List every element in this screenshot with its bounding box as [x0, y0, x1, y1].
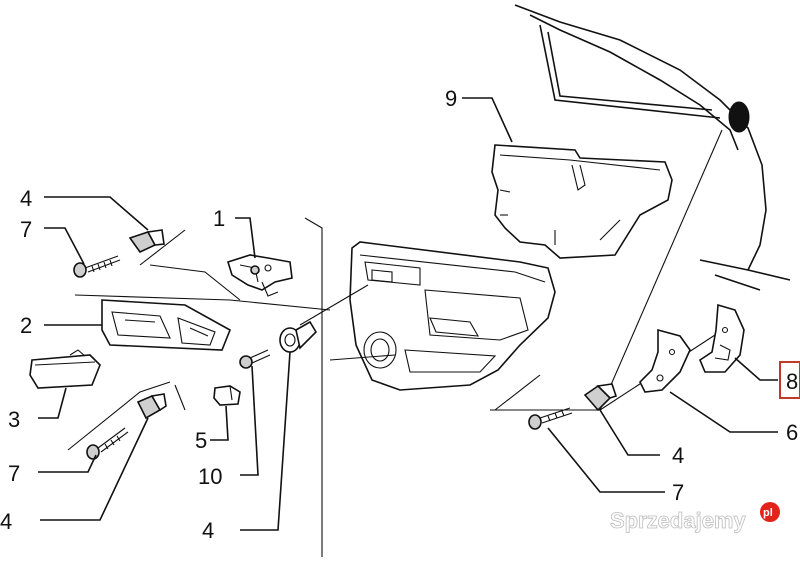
fastener-bottom-left: [136, 393, 167, 420]
callout-7-right: 7: [672, 480, 684, 505]
bracket-part-6: [639, 328, 691, 393]
callout-1: 1: [213, 206, 225, 231]
fastener-right: [583, 383, 618, 412]
handle-bezel-part: [101, 299, 232, 351]
trim-leader: [299, 284, 369, 326]
car-body-outline: [490, 4, 791, 411]
pull-handle-part: [29, 349, 101, 389]
lock-mechanism-part: [227, 254, 293, 297]
callout-3: 3: [8, 407, 20, 432]
door-trim-panel: [349, 241, 556, 391]
screw-right: [528, 407, 573, 430]
callout-10: 10: [198, 464, 222, 489]
callout-8: 8: [786, 369, 798, 394]
watermark-dot: [760, 502, 780, 522]
trim-leader-2: [329, 354, 396, 361]
callout-2: 2: [20, 313, 32, 338]
callout-labels: 9 4 7 1 2 3 7 4 5 10 4 4 7 6 8: [0, 86, 800, 543]
callout-4-top: 4: [20, 186, 32, 211]
clip-part: [213, 385, 241, 406]
fastener-top-left: [128, 229, 165, 254]
callout-7-top: 7: [20, 217, 32, 242]
insulation-sheet-part: [491, 144, 673, 259]
callout-4-right: 4: [672, 443, 684, 468]
watermark-text: Sprzedajemy: [610, 508, 746, 533]
callout-5: 5: [195, 428, 207, 453]
screw-bottom-left: [86, 427, 129, 460]
callout-6: 6: [786, 420, 798, 445]
bracket-part-8: [699, 303, 745, 373]
callout-4-left-bottom: 4: [0, 509, 12, 534]
watermark: Sprzedajemy pl: [610, 502, 780, 533]
callout-4-mid-bottom: 4: [202, 518, 214, 543]
leader-lines: [38, 97, 778, 531]
watermark-suffix: pl: [763, 507, 773, 519]
screw-middle: [239, 349, 271, 369]
callout-8-highlight: [779, 361, 800, 399]
callout-7-bottom-left: 7: [8, 461, 20, 486]
fastener-middle: [279, 320, 318, 353]
screw-top-left: [73, 255, 121, 278]
callout-9: 9: [445, 86, 457, 111]
body-grommet: [728, 101, 750, 133]
